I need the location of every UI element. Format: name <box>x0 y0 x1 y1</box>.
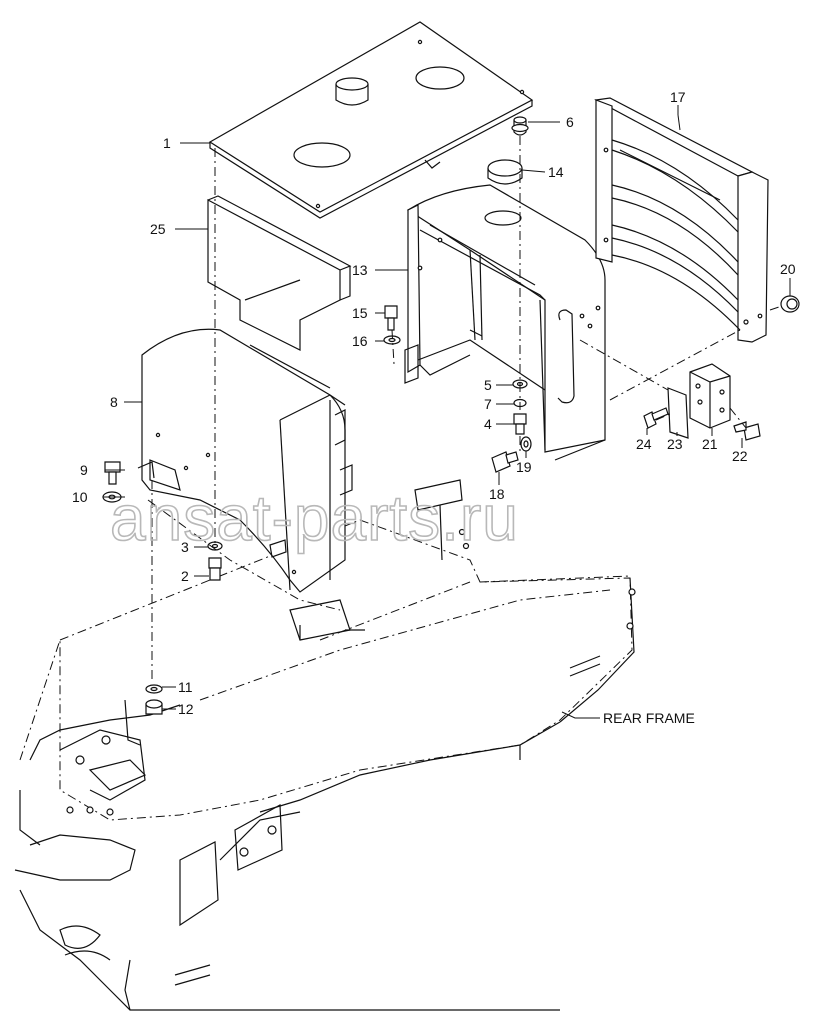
label-part-11: 11 <box>178 679 193 695</box>
label-part-7: 7 <box>484 396 492 412</box>
label-part-24: 24 <box>636 436 652 452</box>
label-part-18: 18 <box>489 486 505 502</box>
label-part-6: 6 <box>566 114 574 130</box>
plug-part-20 <box>780 295 800 313</box>
label-part-1: 1 <box>163 135 171 151</box>
label-part-8: 8 <box>110 394 118 410</box>
label-part-4: 4 <box>484 416 492 432</box>
label-part-15: 15 <box>352 305 368 321</box>
hood-cover-part-8 <box>137 328 353 593</box>
label-part-22: 22 <box>732 448 748 464</box>
label-part-14: 14 <box>548 164 564 180</box>
label-part-16: 16 <box>352 333 368 349</box>
label-part-20: 20 <box>780 261 796 277</box>
label-part-17: 17 <box>670 89 686 105</box>
watermark-text: ansat-parts.ru <box>110 482 519 554</box>
part-labels: 1 25 8 9 10 3 2 11 12 13 15 16 6 14 5 7 … <box>72 89 796 726</box>
label-part-3: 3 <box>181 539 189 555</box>
radiator-guard-part-13 <box>404 184 606 461</box>
label-part-25: 25 <box>150 221 166 237</box>
label-part-21: 21 <box>702 436 718 452</box>
label-rear-frame: REAR FRAME <box>603 710 695 726</box>
rear-frame-drawing <box>14 479 636 1011</box>
plate-part-23 <box>667 387 689 439</box>
label-part-19: 19 <box>516 459 532 475</box>
label-part-2: 2 <box>181 568 189 584</box>
top-plate-part-1 <box>208 21 534 219</box>
leader-lines <box>103 105 791 719</box>
insulation-pad-part-25 <box>207 195 352 351</box>
label-part-5: 5 <box>484 377 492 393</box>
label-part-10: 10 <box>72 489 88 505</box>
grommet-part-6 <box>511 116 529 136</box>
mounting-block-part-21 <box>689 363 731 429</box>
cap-part-14 <box>487 159 523 185</box>
alignment-lines <box>147 136 783 680</box>
label-part-9: 9 <box>80 462 88 478</box>
rear-grille-part-17 <box>594 97 769 343</box>
label-part-12: 12 <box>178 701 194 717</box>
label-part-23: 23 <box>667 436 683 452</box>
label-part-13: 13 <box>352 262 368 278</box>
